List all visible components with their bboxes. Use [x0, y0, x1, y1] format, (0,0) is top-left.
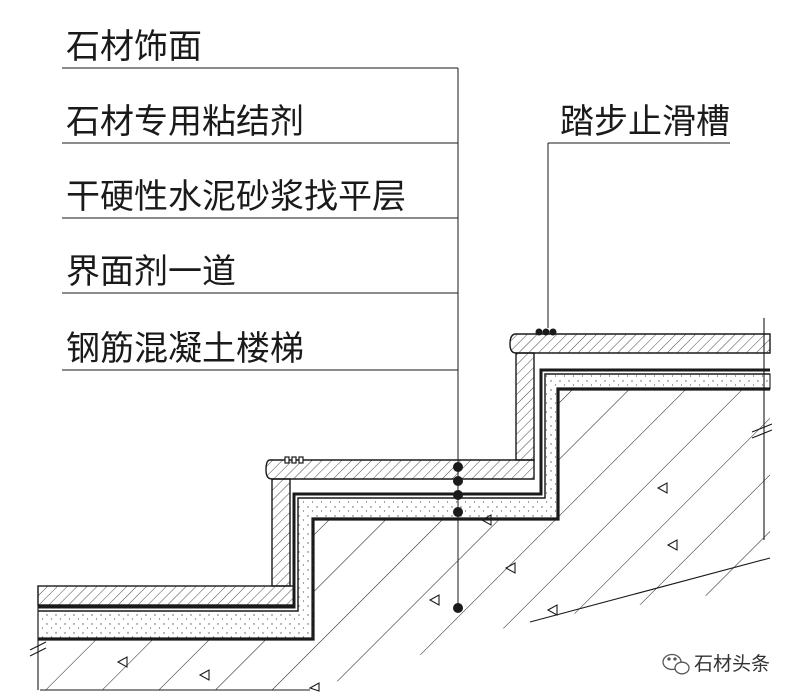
stone-riser-upper	[515, 352, 535, 461]
watermark-text: 石材头条	[694, 653, 770, 675]
stone-tread-lower	[37, 585, 295, 606]
leader-lines	[62, 67, 730, 608]
break-line-right	[751, 318, 773, 540]
stone-tread-upper	[509, 333, 771, 354]
label-mortar-leveling: 干硬性水泥砂浆找平层	[66, 177, 406, 217]
anti-slip-groove-upper	[535, 328, 557, 336]
stone-tread-middle	[265, 459, 535, 480]
wechat-icon	[662, 653, 690, 675]
stone-riser-lower	[271, 478, 291, 587]
watermark: 石材头条	[662, 653, 770, 675]
leader-dots	[453, 462, 463, 613]
aggregate-marks	[116, 482, 678, 692]
concrete-bottom-edge	[40, 557, 771, 691]
anti-slip-groove-middle	[284, 456, 304, 464]
label-anti-slip-groove: 踏步止滑槽	[560, 102, 730, 142]
adhesive-layer	[38, 368, 770, 609]
label-rc-stair: 钢筋混凝土楼梯	[66, 329, 304, 369]
label-stone-facing: 石材饰面	[66, 27, 202, 67]
label-interface-agent: 界面剂一道	[66, 252, 236, 292]
label-stone-adhesive: 石材专用粘结剂	[66, 102, 304, 142]
concrete-stair-body	[38, 389, 770, 690]
break-line-left	[29, 586, 47, 690]
